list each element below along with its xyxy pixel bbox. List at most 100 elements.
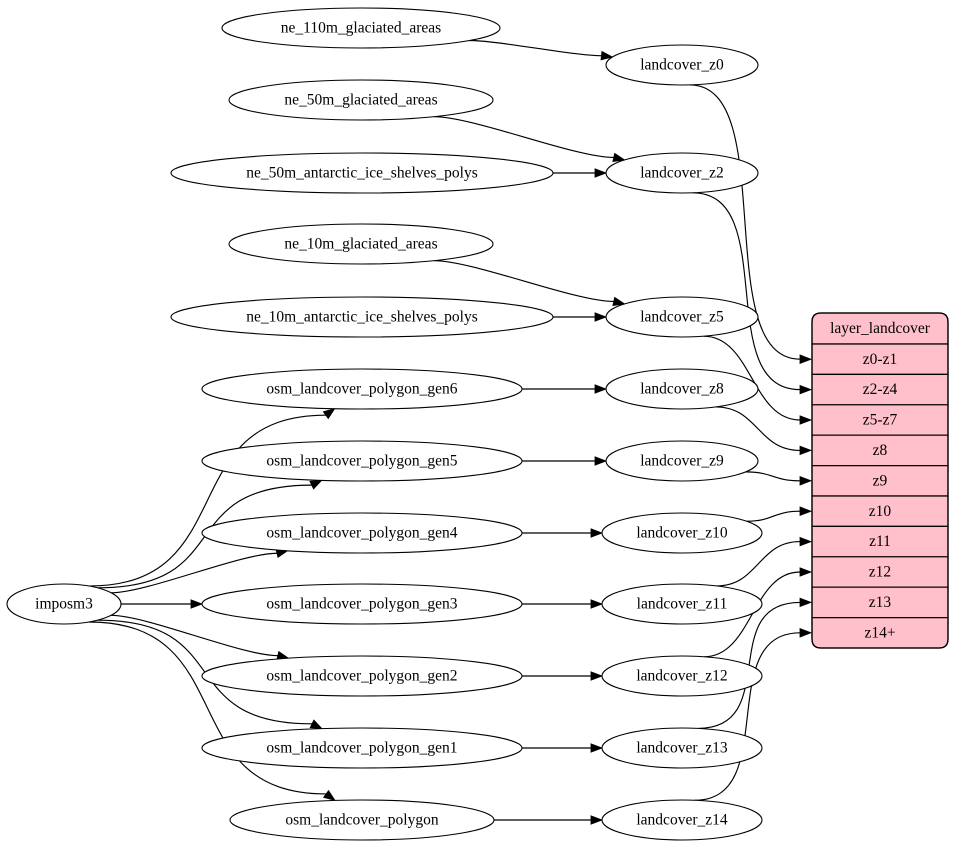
edge-path — [746, 510, 801, 522]
node-landcover_z5[interactable]: landcover_z5 — [605, 296, 759, 338]
node-ellipse — [605, 440, 759, 482]
node-label: ne_50m_antarctic_ice_shelves_polys — [246, 165, 478, 182]
edge-path — [689, 84, 801, 360]
node-ellipse — [201, 583, 523, 625]
edge-arrowhead — [600, 50, 614, 61]
edge-arrowhead — [799, 415, 813, 425]
node-landcover_z12[interactable]: landcover_z12 — [601, 655, 763, 697]
edge-path — [704, 571, 801, 658]
node-ellipse — [601, 512, 763, 554]
edge-arrowhead — [594, 384, 608, 394]
node-osm_landcover_polygon_gen3[interactable]: osm_landcover_polygon_gen3 — [201, 583, 523, 625]
layer-table-row-label: z14+ — [864, 624, 895, 641]
layer-table-row-label: z10 — [869, 503, 892, 520]
node-label: ne_10m_antarctic_ice_shelves_polys — [246, 309, 478, 326]
edge-arrowhead — [590, 743, 604, 753]
node-osm_landcover_polygon_gen1[interactable]: osm_landcover_polygon_gen1 — [201, 727, 523, 769]
node-label: osm_landcover_polygon_gen1 — [266, 740, 457, 757]
node-label: osm_landcover_polygon_gen2 — [266, 668, 457, 685]
node-layer: imposm3 ne_110m_glaciated_areas ne_50m_gla… — [6, 7, 763, 841]
node-label: ne_50m_glaciated_areas — [284, 92, 437, 109]
node-osm_landcover_polygon_gen4[interactable]: osm_landcover_polygon_gen4 — [201, 512, 523, 554]
node-label: landcover_z0 — [640, 57, 724, 74]
edge-path — [88, 621, 327, 795]
edge-path — [694, 632, 801, 801]
layer-table-row-label: z13 — [869, 594, 892, 611]
node-imposm3[interactable]: imposm3 — [6, 583, 122, 625]
node-label: osm_landcover_polygon_gen4 — [266, 525, 457, 542]
node-label: ne_10m_glaciated_areas — [284, 236, 437, 253]
node-ellipse — [170, 296, 554, 338]
edge-path — [111, 552, 277, 594]
node-ellipse — [601, 583, 763, 625]
edge-arrowhead — [799, 597, 813, 608]
node-label: osm_landcover_polygon_gen6 — [266, 381, 457, 398]
layer-table-row-label: z8 — [873, 442, 888, 459]
node-landcover_z2[interactable]: landcover_z2 — [605, 152, 759, 194]
node-ne_10m_antarctic_ice_shelves_polys[interactable]: ne_10m_antarctic_ice_shelves_polys — [170, 296, 554, 338]
node-ellipse — [601, 655, 763, 697]
node-ellipse — [605, 44, 759, 86]
edge-arrowhead — [799, 567, 813, 577]
edge-arrowhead — [799, 628, 813, 638]
layer-table-row-label: z2-z4 — [863, 381, 898, 398]
node-label: osm_landcover_polygon_gen3 — [266, 596, 457, 613]
edge-arrowhead — [590, 671, 604, 681]
layer-table-row-label: z5-z7 — [863, 412, 898, 429]
node-ne_10m_glaciated_areas[interactable]: ne_10m_glaciated_areas — [228, 223, 494, 265]
node-label: landcover_z10 — [636, 525, 727, 542]
node-ellipse — [201, 368, 523, 410]
node-ellipse — [605, 296, 759, 338]
node-landcover_z13[interactable]: landcover_z13 — [601, 727, 763, 769]
edge-path — [703, 335, 801, 421]
edge-arrowhead — [590, 599, 604, 609]
edge-arrowhead — [322, 408, 336, 420]
layer-table-row-label: z11 — [869, 533, 891, 550]
edge-path — [434, 116, 614, 159]
node-ne_50m_antarctic_ice_shelves_polys[interactable]: ne_50m_antarctic_ice_shelves_polys — [170, 152, 554, 194]
node-landcover_z9[interactable]: landcover_z9 — [605, 440, 759, 482]
node-ellipse — [601, 727, 763, 769]
edge-arrowhead — [190, 599, 204, 609]
node-ellipse — [228, 79, 494, 121]
node-label: landcover_z13 — [636, 740, 727, 757]
node-label: ne_110m_glaciated_areas — [281, 20, 441, 37]
node-landcover_z14[interactable]: landcover_z14 — [601, 799, 763, 841]
node-label: imposm3 — [35, 596, 93, 613]
edge-arrowhead — [594, 168, 608, 178]
node-osm_landcover_polygon_gen5[interactable]: osm_landcover_polygon_gen5 — [201, 440, 523, 482]
edge-path — [715, 406, 801, 451]
node-ellipse — [201, 440, 523, 482]
node-label: landcover_z2 — [640, 165, 724, 182]
node-label: landcover_z11 — [637, 596, 728, 613]
layer-table-outline — [811, 312, 949, 649]
node-osm_landcover_polygon_gen2[interactable]: osm_landcover_polygon_gen2 — [201, 655, 523, 697]
node-landcover_z11[interactable]: landcover_z11 — [601, 583, 763, 625]
edge-arrowhead — [612, 152, 626, 163]
edge-arrowhead — [590, 528, 604, 538]
node-label: landcover_z12 — [636, 668, 727, 685]
node-osm_landcover_polygon_gen6[interactable]: osm_landcover_polygon_gen6 — [201, 368, 523, 410]
node-osm_landcover_polygon[interactable]: osm_landcover_polygon — [229, 799, 495, 841]
node-ellipse — [601, 799, 763, 841]
node-landcover_z10[interactable]: landcover_z10 — [601, 512, 763, 554]
edge-arrowhead — [594, 456, 608, 466]
node-ne_110m_glaciated_areas[interactable]: ne_110m_glaciated_areas — [221, 7, 501, 49]
node-ellipse — [201, 512, 523, 554]
edge-path — [745, 471, 801, 482]
node-landcover_z8[interactable]: landcover_z8 — [605, 368, 759, 410]
node-ellipse — [228, 223, 494, 265]
edge-arrowhead — [309, 479, 323, 490]
node-landcover_z0[interactable]: landcover_z0 — [605, 44, 759, 86]
edge-path — [692, 192, 801, 391]
node-label: landcover_z8 — [640, 381, 724, 398]
layer-table-row-label: z0-z1 — [863, 351, 897, 368]
node-ellipse — [229, 799, 495, 841]
node-ellipse — [221, 7, 501, 49]
node-label: osm_landcover_polygon_gen5 — [266, 453, 457, 470]
layer-table-row-label: z9 — [873, 472, 888, 489]
edge-arrowhead — [799, 445, 813, 456]
node-ne_50m_glaciated_areas[interactable]: ne_50m_glaciated_areas — [228, 79, 494, 121]
edge-arrowhead — [594, 312, 608, 322]
